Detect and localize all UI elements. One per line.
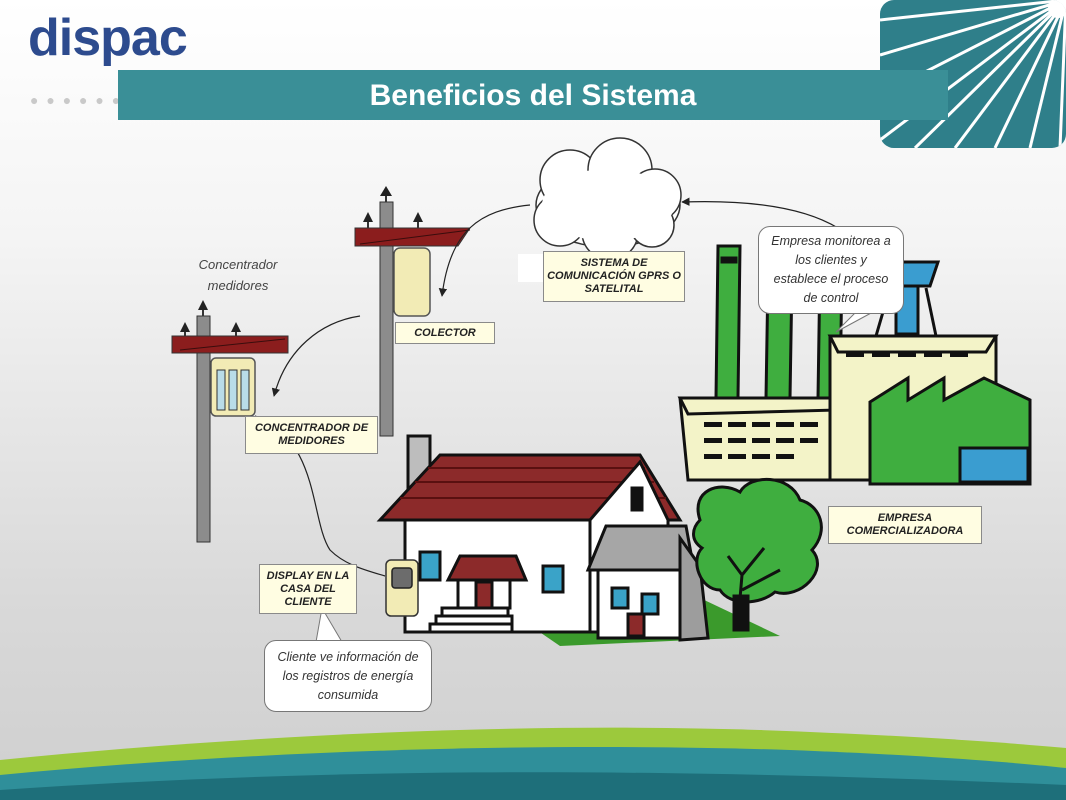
- arrow-collector-to-concentrator: [271, 315, 361, 397]
- logo-dots-decoration: ● ● ● ● ● ●: [30, 92, 123, 108]
- page-title: Beneficios del Sistema: [118, 70, 948, 120]
- house-icon: [376, 434, 780, 646]
- empresa-comercializadora-label: EMPRESA COMERCIALIZADORA: [828, 506, 982, 544]
- sistema-comunicacion-label: SISTEMA DE COMUNICACIÓN GPRS O SATELITAL: [543, 251, 685, 302]
- concentrador-medidores-text: Concentrador medidores: [198, 257, 278, 293]
- tree-icon: [692, 478, 823, 632]
- colector-label: COLECTOR: [395, 322, 495, 344]
- collector-pole: [354, 186, 471, 437]
- factory-window-marks: [704, 352, 968, 459]
- cliente-ve-callout: Cliente ve información de los registros …: [264, 640, 432, 712]
- concentrador-medidores-label: CONCENTRADOR DE MEDIDORES: [245, 416, 378, 454]
- empresa-monitorea-callout: Empresa monitorea a los clientes y estab…: [758, 226, 904, 314]
- concentrator-pole: [171, 300, 289, 543]
- display-casa-label: DISPLAY EN LA CASA DEL CLIENTE: [259, 564, 357, 614]
- arrow-cloud-to-collector: [438, 204, 531, 297]
- arrow-factory-to-cloud: [681, 197, 839, 229]
- dispac-logo: dispac: [28, 9, 188, 67]
